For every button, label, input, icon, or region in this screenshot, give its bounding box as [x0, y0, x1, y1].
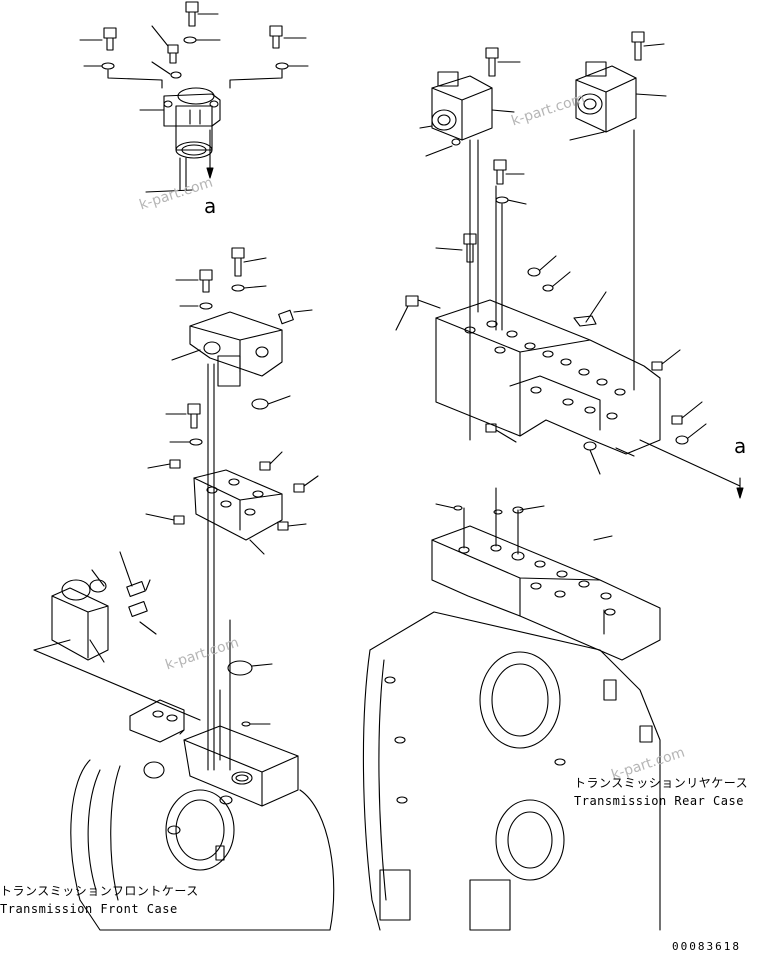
top-left-valve-group: [79, 1, 309, 193]
front-case-label-en: Transmission Front Case: [0, 902, 178, 916]
top-right-valves-group: [419, 31, 667, 441]
rear-case-outline: [362, 487, 661, 931]
reference-mark-top-a: a: [204, 194, 217, 218]
left-side-valve-group: [33, 551, 201, 721]
middle-left-valve-group: [171, 247, 313, 771]
document-number: 00083618: [672, 940, 741, 953]
rear-case-label-jp: トランスミッションリヤケース: [574, 776, 749, 790]
rear-case-label-en: Transmission Rear Case: [574, 794, 744, 808]
reference-mark-right-a: a: [734, 434, 747, 458]
right-valve-plate: [395, 255, 744, 499]
front-case-label-jp: トランスミッションフロントケース: [0, 884, 199, 898]
front-case-outline: [70, 619, 335, 931]
middle-left-plate-group: [145, 403, 319, 555]
